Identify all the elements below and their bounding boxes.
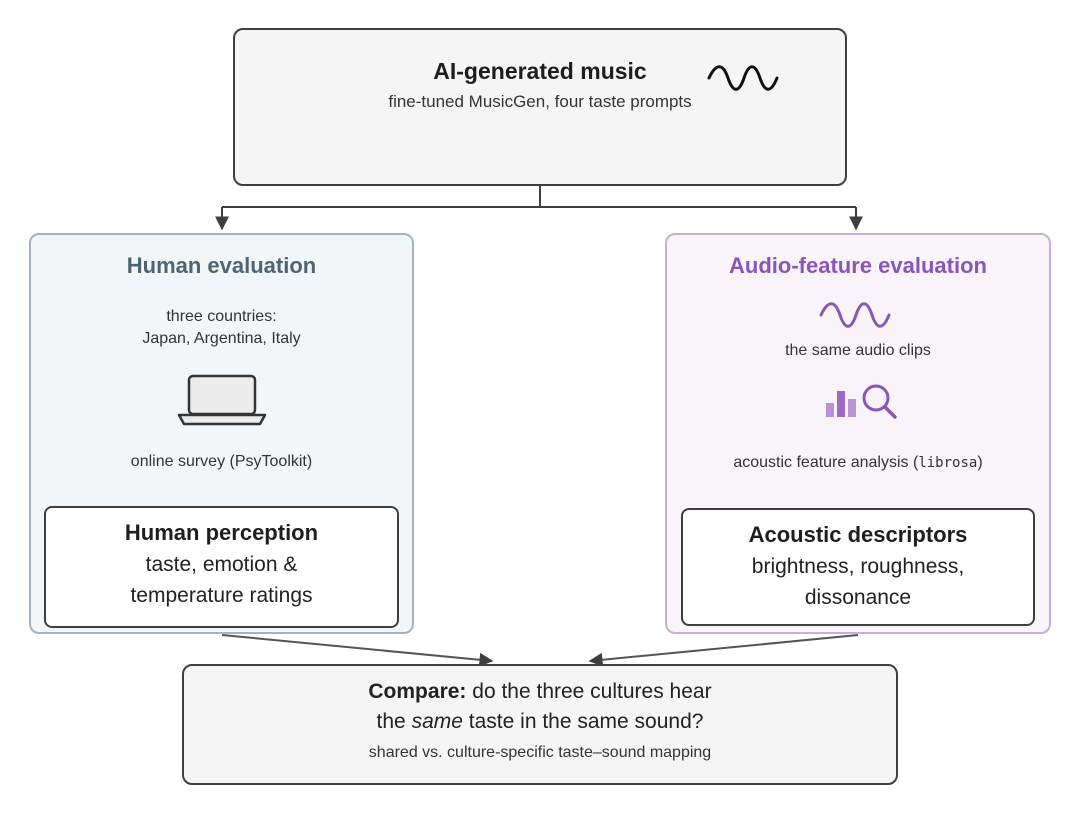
analysis-label: acoustic feature analysis (librosa) <box>665 452 1051 474</box>
acoustic-descriptors-content: Acoustic descriptors brightness, roughne… <box>681 522 1035 613</box>
countries-label: three countries: Japan, Argentina, Italy <box>29 306 414 350</box>
merge-arrows <box>221 634 859 667</box>
compare-line-2: the same taste in the same sound? <box>182 710 898 734</box>
acoustic-descriptors-box <box>681 508 1035 626</box>
music-source-box <box>233 28 847 186</box>
compare-question-part-1: do the three cultures hear <box>472 680 712 703</box>
bar-chart-magnifier-icon <box>826 384 897 419</box>
human-perception-line-1: taste, emotion & <box>145 553 298 576</box>
countries-line-2: Japan, Argentina, Italy <box>142 330 301 347</box>
compare-question-emphasis: same <box>411 710 463 733</box>
compare-box <box>182 664 898 785</box>
compare-footer: shared vs. culture-specific taste–sound … <box>368 744 712 761</box>
survey-label: online survey (PsyToolkit) <box>130 453 313 470</box>
human-perception-content: Human perception taste, emotion & temper… <box>44 520 399 611</box>
human-perception-box <box>44 506 399 628</box>
human-evaluation-title: Human evaluation <box>126 253 317 278</box>
audio-clips-label: the same audio clips <box>785 342 931 359</box>
acoustic-descriptors-line-2: dissonance <box>804 586 912 609</box>
purple-waveform-icon <box>819 302 891 328</box>
laptop-icon <box>177 374 267 426</box>
analysis-prefix: acoustic feature analysis ( <box>733 454 919 471</box>
countries-line-1: three countries: <box>166 308 277 325</box>
acoustic-descriptors-title: Acoustic descriptors <box>748 522 968 547</box>
compare-question-post: taste in the same sound? <box>468 710 704 733</box>
analysis-suffix: ) <box>977 454 983 471</box>
human-perception-title: Human perception <box>124 520 319 545</box>
analysis-code: librosa <box>918 455 978 471</box>
human-perception-line-2: temperature ratings <box>130 584 313 607</box>
top-split-arrows <box>215 186 863 231</box>
compare-question-pre: the <box>376 710 406 733</box>
waveform-icon <box>707 65 779 91</box>
acoustic-descriptors-line-1: brightness, roughness, <box>751 555 965 578</box>
music-source-title: AI-generated music <box>433 58 647 84</box>
music-source-subtitle: fine-tuned MusicGen, four taste prompts <box>388 92 692 111</box>
compare-content: Compare: do the three cultures hear the … <box>182 680 898 764</box>
compare-label: Compare: <box>368 680 467 703</box>
compare-line-1: Compare: do the three cultures hear <box>182 680 898 704</box>
audio-evaluation-title: Audio-feature evaluation <box>729 253 987 278</box>
